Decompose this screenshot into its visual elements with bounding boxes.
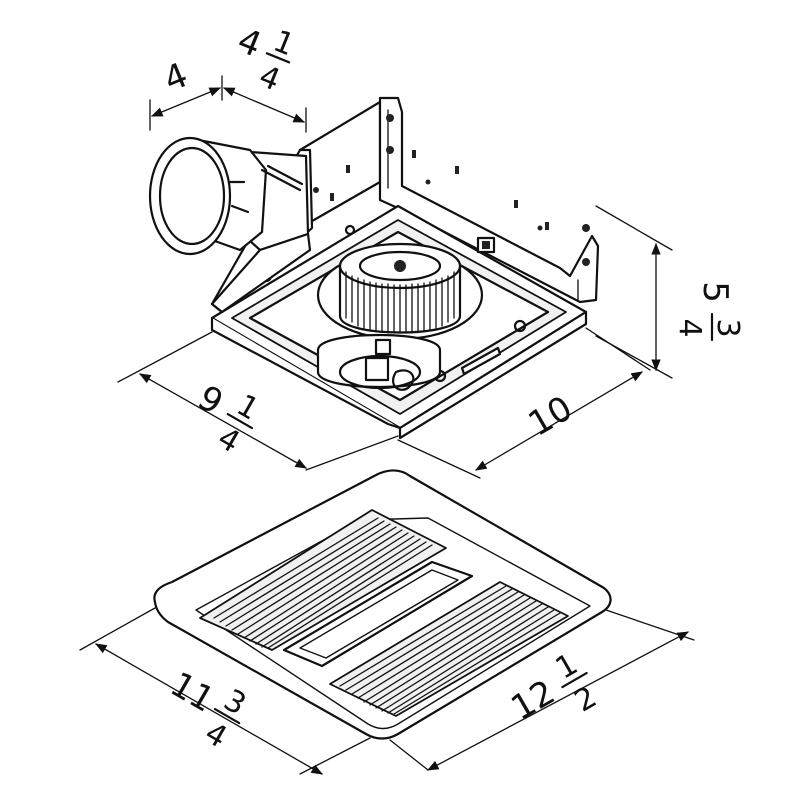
dim-housing-depth-label: 10 [522, 388, 579, 444]
svg-text:1: 1 [231, 388, 265, 428]
duct-collar [148, 136, 312, 314]
svg-text:10: 10 [522, 388, 579, 444]
svg-text:1: 1 [550, 647, 584, 687]
svg-text:4: 4 [672, 318, 707, 337]
svg-text:4: 4 [199, 716, 233, 756]
svg-text:11: 11 [163, 664, 220, 720]
dim-housing-width-label: 9 1 4 [191, 378, 265, 461]
svg-text:2: 2 [569, 680, 603, 720]
dim-duct-offset-label: 4 1 4 [232, 20, 299, 99]
blower-wheel [316, 242, 484, 341]
dimension-lines [79, 75, 695, 775]
svg-text:1: 1 [268, 24, 299, 64]
svg-text:12: 12 [504, 672, 561, 728]
svg-text:3: 3 [710, 318, 745, 337]
svg-text:5: 5 [695, 281, 735, 303]
svg-text:4: 4 [158, 55, 193, 100]
svg-text:4: 4 [212, 421, 246, 461]
svg-text:4: 4 [254, 59, 285, 99]
svg-text:9: 9 [191, 378, 230, 423]
svg-text:4: 4 [232, 20, 267, 65]
dim-grille-width-label: 11 3 4 [163, 664, 251, 756]
dim-duct-diameter-label: 4 [158, 55, 193, 100]
dim-housing-height-label: 5 3 4 [672, 281, 745, 342]
motor [316, 333, 442, 391]
